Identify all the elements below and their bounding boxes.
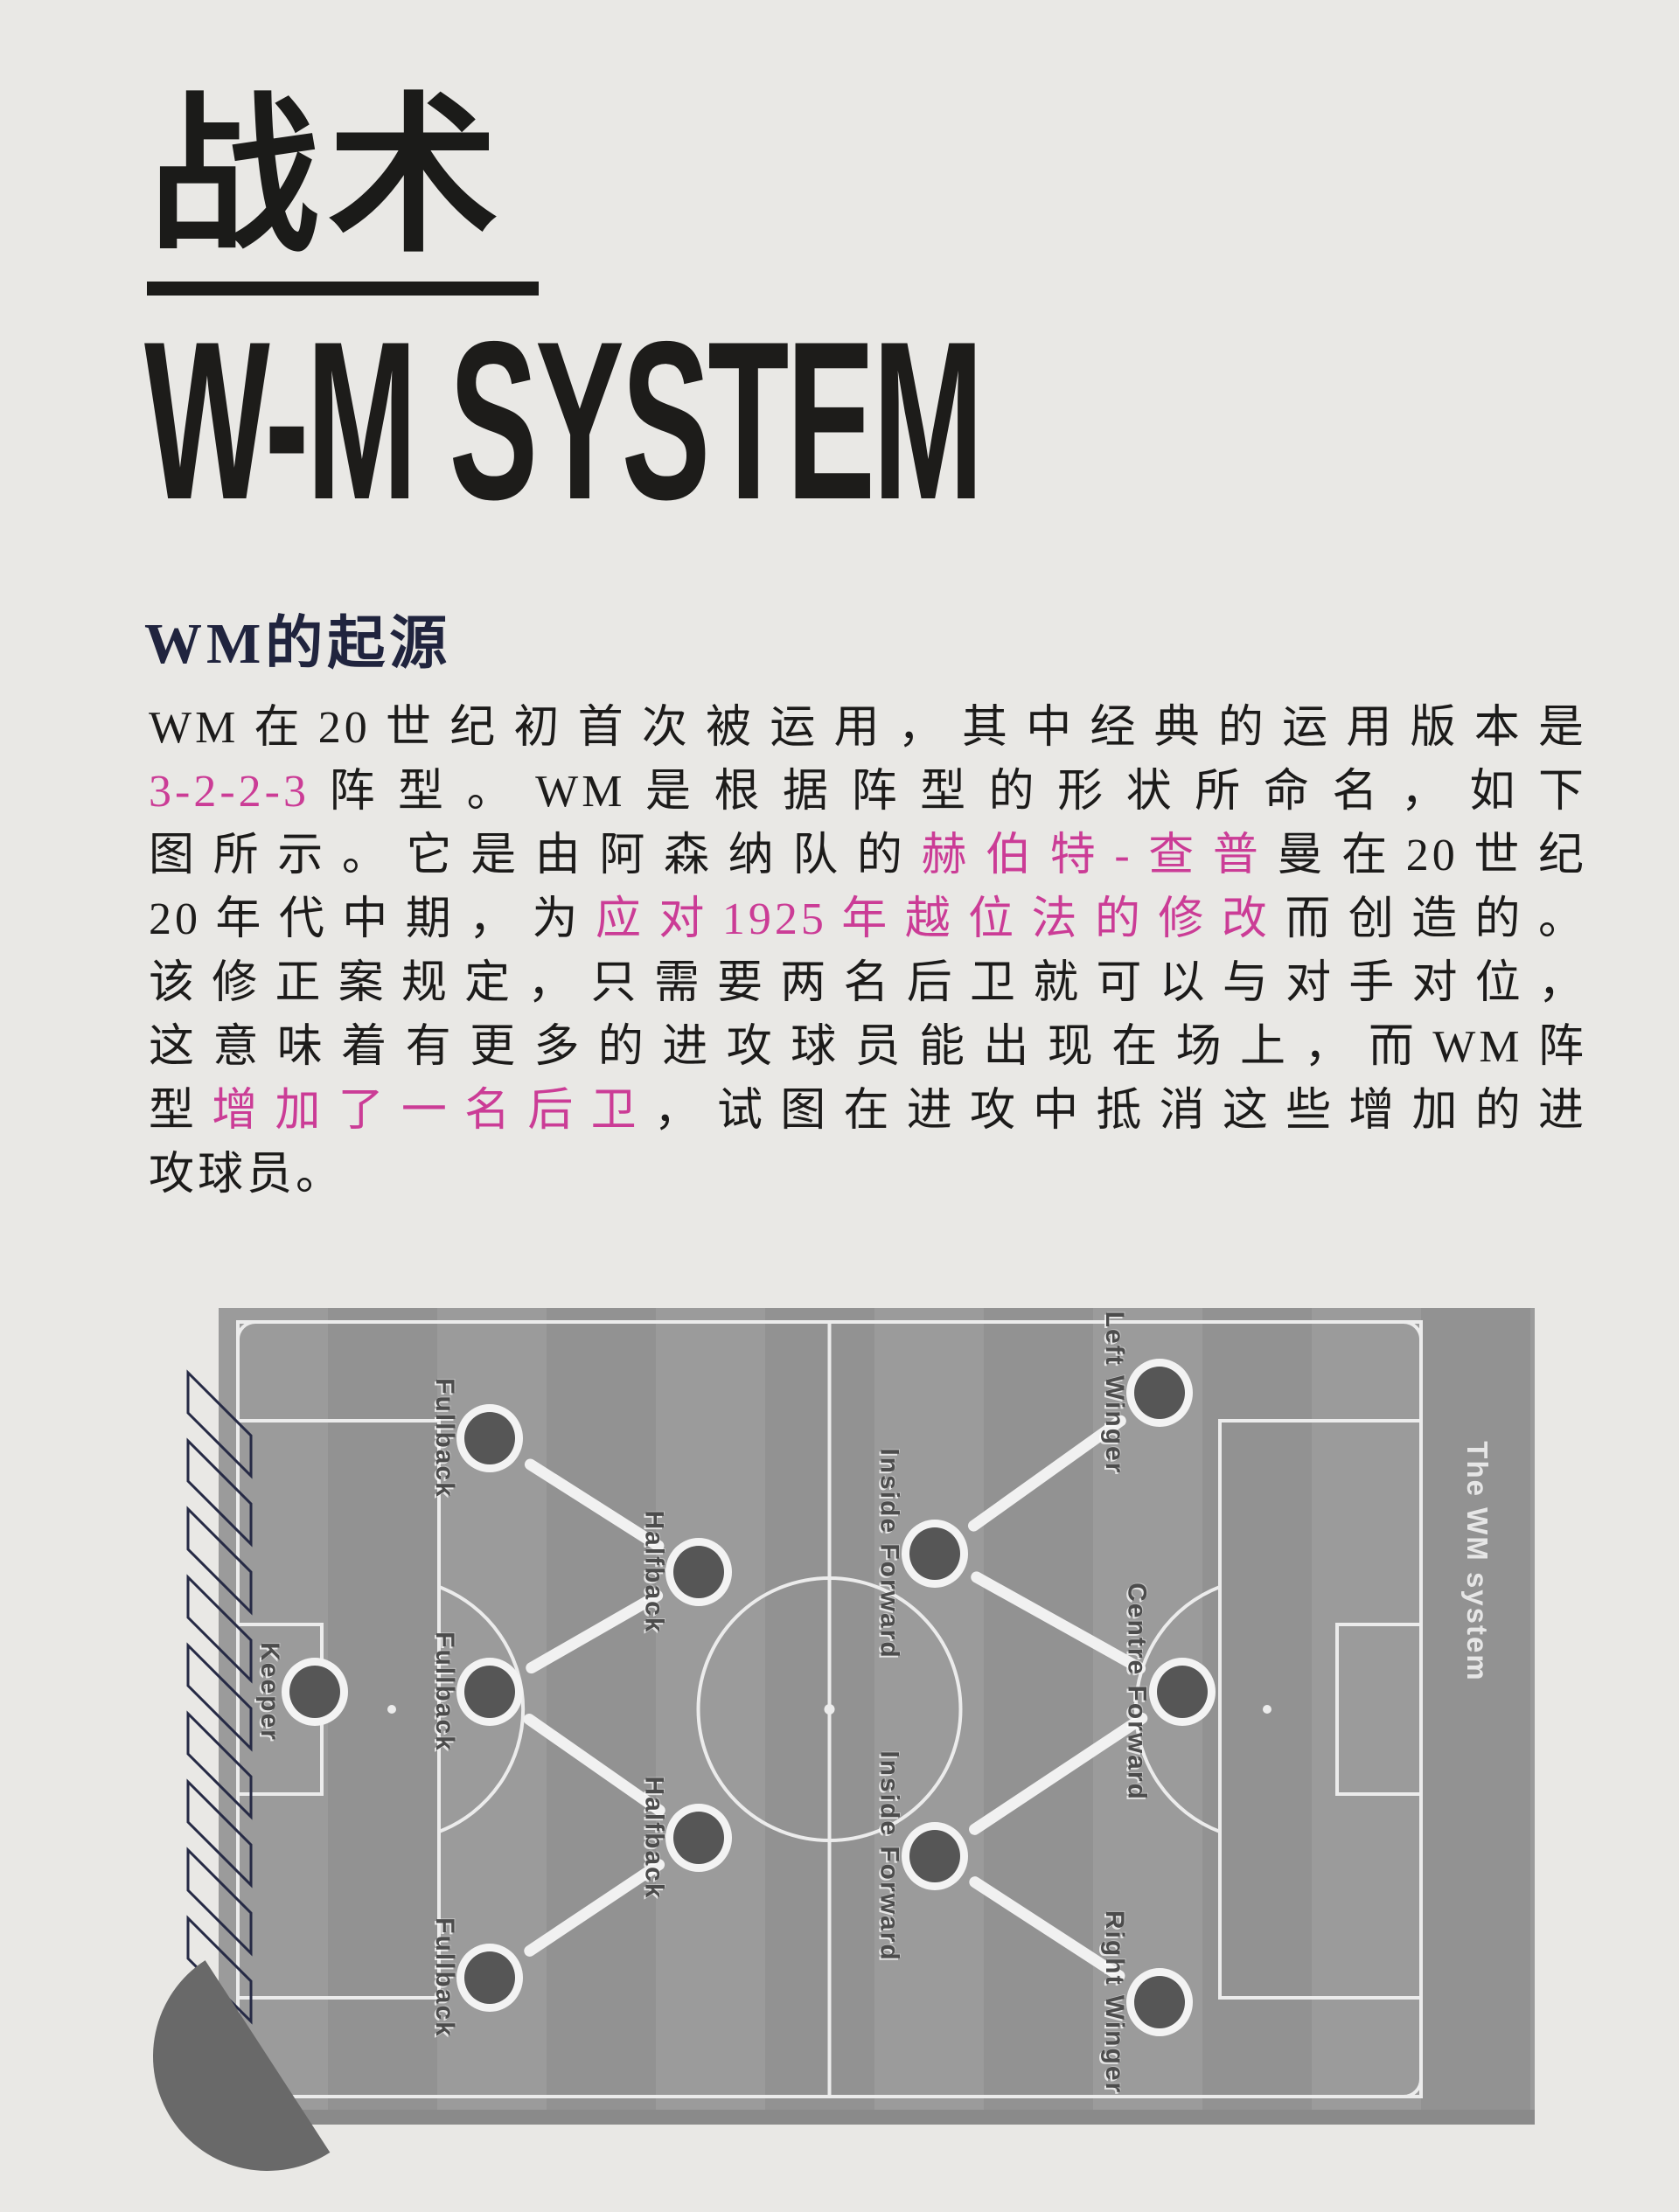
player-label: Keeper: [254, 1642, 284, 1742]
highlight-segment: 应对1925年越位法的修改: [596, 894, 1285, 944]
player-marker: [901, 1821, 968, 1890]
player-label: Fullback: [430, 1917, 460, 2038]
title-underline: [147, 282, 539, 296]
formation-connections: [523, 1415, 1148, 1982]
player-label: Halfback: [639, 1776, 669, 1900]
text-segment: 图所示。它是由阿森纳队的: [149, 831, 922, 880]
connection-line: [967, 1415, 1126, 1532]
paragraph-line: WM在20世纪初首次被运用，其中经典的运用版本是: [149, 696, 1587, 760]
player-marker: [901, 1520, 968, 1589]
paragraph-line: 20年代中期，为应对1925年越位法的修改而创造的。: [149, 887, 1587, 951]
page-title-chinese: 战术: [149, 81, 507, 272]
player-marker: [281, 1657, 348, 1726]
text-segment: 该修正案规定，只需要两名后卫就可以与对手对位，: [149, 958, 1587, 1008]
player-label: Right Winger: [1100, 1909, 1130, 2095]
player-label: Halfback: [639, 1510, 669, 1634]
connection-line: [969, 1712, 1148, 1835]
paragraph-line: 型增加了一名后卫，试图在进攻中抵消这些增加的进: [149, 1079, 1587, 1143]
section-heading: WM的起源: [144, 612, 452, 676]
hatch-cell: [186, 1574, 253, 1684]
paragraph-line: 图所示。它是由阿森纳队的赫伯特-查普曼在20世纪: [149, 824, 1587, 887]
text-segment: ，试图在进攻中抵消这些增加的进: [653, 1086, 1587, 1136]
connection-line: [969, 1876, 1125, 1982]
highlight-segment: 赫伯特-查普: [921, 831, 1278, 880]
article-body: WM在20世纪初首次被运用，其中经典的运用版本是 3-2-2-3阵型。WM是根据阵…: [149, 696, 1587, 1207]
player-marker: [456, 1657, 524, 1726]
text-segment: 这意味着有更多的进攻球员能出现在场上，而WM阵: [149, 1022, 1587, 1072]
player-marker: [1126, 1967, 1194, 2036]
pitch-lines: [219, 1320, 1535, 2125]
player-marker: [456, 1404, 524, 1473]
paragraph-line: 攻球员。: [149, 1143, 1587, 1207]
text-segment: 型: [149, 1086, 212, 1136]
text-segment: 而创造的。: [1285, 894, 1587, 944]
hatch-cell: [186, 1915, 253, 2025]
text-segment: 20年代中期，为: [149, 894, 596, 944]
hatch-cell: [186, 1437, 253, 1548]
text-segment: WM在20世纪初首次被运用，其中经典的运用版本是: [149, 703, 1587, 753]
highlight-segment: 增加了一名后卫: [212, 1086, 654, 1136]
player-marker: [665, 1537, 733, 1606]
player-label: Fullback: [430, 1631, 460, 1752]
text-segment: 阵型。WM是根据阵型的形状所命名，如下: [309, 767, 1587, 817]
player-label: Inside Forward: [874, 1750, 904, 1962]
player-marker: [1148, 1657, 1216, 1726]
hatch-cell: [186, 1778, 253, 1889]
player-label: Centre Forward: [1122, 1582, 1152, 1801]
hatch-cell: [186, 1710, 253, 1820]
hatch-cell: [186, 1369, 253, 1479]
paragraph-line: 该修正案规定，只需要两名后卫就可以与对手对位，: [149, 951, 1587, 1015]
player-label: Fullback: [430, 1378, 460, 1499]
diagram-caption: The WM system: [1460, 1440, 1494, 1682]
player-label: Left Winger: [1100, 1311, 1130, 1475]
connection-line: [526, 1589, 664, 1674]
connection-line: [523, 1713, 665, 1817]
text-segment: 曼在20世纪: [1277, 831, 1587, 880]
paragraph-line: 这意味着有更多的进攻球员能出现在场上，而WM阵: [149, 1015, 1587, 1079]
connection-line: [971, 1571, 1146, 1674]
paragraph-line: 3-2-2-3阵型。WM是根据阵型的形状所命名，如下: [149, 760, 1587, 824]
player-marker: [1126, 1359, 1194, 1428]
connection-line: [524, 1458, 665, 1552]
hatch-cell: [186, 1642, 253, 1752]
text-segment: 攻球员。: [149, 1150, 345, 1200]
player-marker: [456, 1943, 524, 2012]
highlight-segment: 3-2-2-3: [149, 767, 310, 817]
page-title-english: W-M SYSTEM: [144, 294, 984, 546]
player-label: Inside Forward: [874, 1448, 904, 1659]
connection-line: [524, 1859, 665, 1957]
player-marker: [665, 1804, 733, 1873]
hatch-cell: [186, 1847, 253, 1957]
hatch-cell: [186, 1506, 253, 1616]
